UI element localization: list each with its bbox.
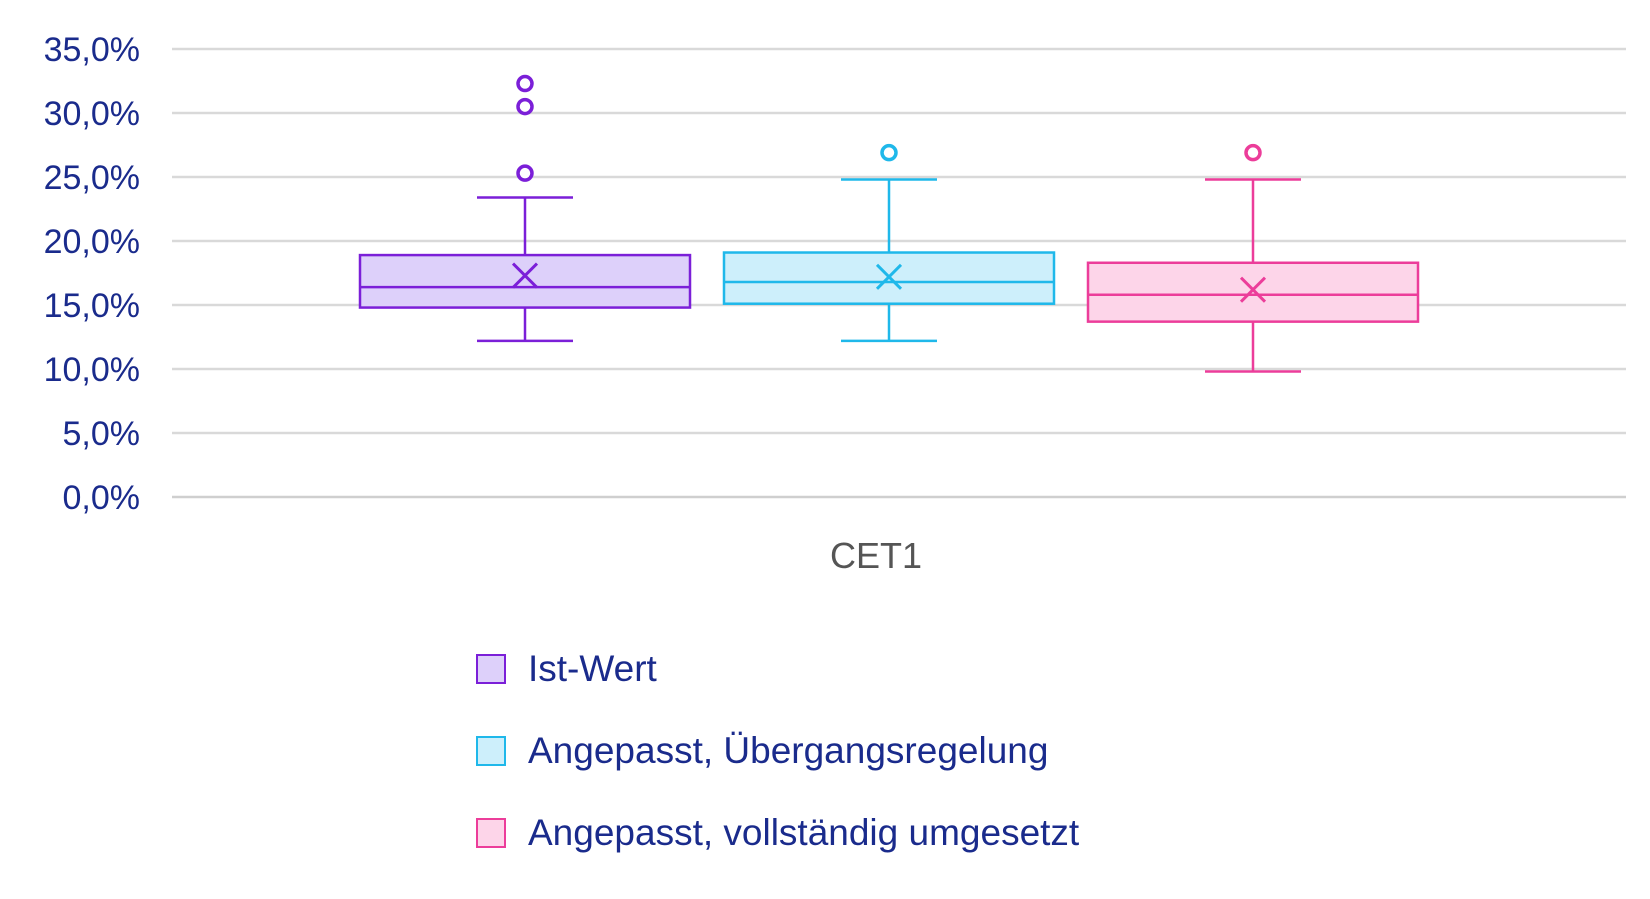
outlier-point bbox=[516, 97, 534, 116]
y-tick-label: 20,0% bbox=[44, 223, 140, 261]
y-tick-label: 35,0% bbox=[44, 31, 140, 69]
y-tick-label: 15,0% bbox=[44, 287, 140, 325]
legend-label: Angepasst, vollständig umgesetzt bbox=[528, 812, 1080, 853]
y-tick-label: 5,0% bbox=[63, 415, 141, 453]
x-category-label: CET1 bbox=[830, 535, 922, 576]
mean-marker bbox=[1239, 276, 1267, 303]
box-1 bbox=[358, 74, 692, 343]
mean-marker bbox=[875, 263, 903, 290]
legend-swatch bbox=[476, 736, 506, 766]
box-plots bbox=[358, 74, 1420, 373]
outlier-point bbox=[516, 74, 534, 93]
outlier-point bbox=[1244, 143, 1262, 162]
y-tick-label: 25,0% bbox=[44, 159, 140, 197]
legend-item-uebergangsregelung: Angepasst, Übergangsregelung bbox=[476, 710, 1079, 792]
legend-item-ist-wert: Ist-Wert bbox=[476, 628, 1079, 710]
y-tick-label: 30,0% bbox=[44, 95, 140, 133]
legend-swatch bbox=[476, 654, 506, 684]
y-axis-ticks: 0,0% 5,0% 10,0% 15,0% 20,0% 25,0% 30,0% 35,0% bbox=[44, 31, 140, 517]
box-2 bbox=[722, 143, 1056, 343]
legend-item-vollstaendig: Angepasst, vollständig umgesetzt bbox=[476, 792, 1079, 874]
legend-label: Ist-Wert bbox=[528, 648, 657, 689]
box-3 bbox=[1086, 143, 1420, 373]
y-tick-label: 0,0% bbox=[63, 479, 141, 517]
outlier-point bbox=[880, 143, 898, 162]
outlier-point bbox=[516, 164, 534, 182]
legend-label: Angepasst, Übergangsregelung bbox=[528, 730, 1049, 771]
box-iqr bbox=[1086, 261, 1420, 323]
chart-area: 0,0% 5,0% 10,0% 15,0% 20,0% 25,0% 30,0% 35,0% C… bbox=[44, 31, 1626, 576]
legend: Ist-Wert Angepasst, Übergangsregelung An… bbox=[476, 628, 1079, 874]
y-tick-label: 10,0% bbox=[44, 351, 140, 389]
mean-marker bbox=[511, 262, 539, 289]
legend-swatch bbox=[476, 818, 506, 848]
box-iqr bbox=[358, 253, 692, 309]
